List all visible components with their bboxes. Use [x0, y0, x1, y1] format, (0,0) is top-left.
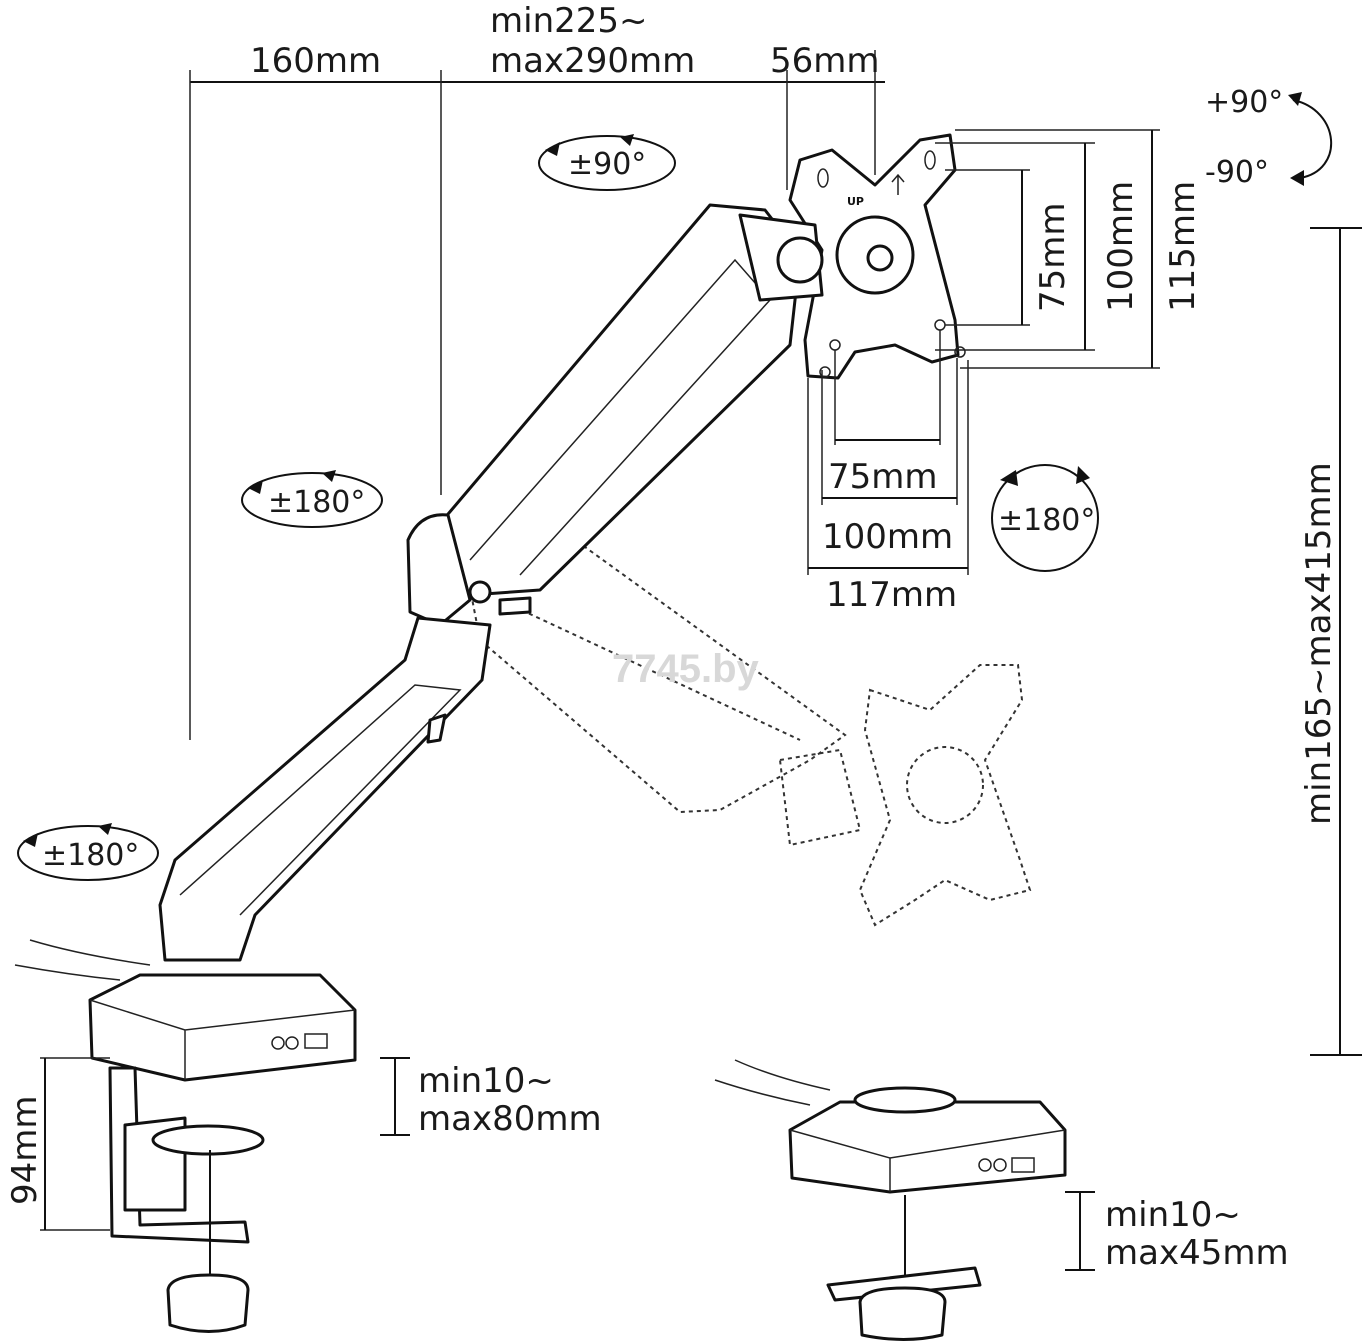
grommet-range-label-line1: min10~: [1105, 1195, 1241, 1235]
lowered-arm-outline: [453, 498, 1032, 927]
vesa-horizontal-75-label: 75mm: [828, 457, 938, 497]
base-swivel-label: ±180°: [42, 838, 139, 873]
clamp-range-label-line2: max80mm: [418, 1099, 602, 1139]
head-swivel-label: ±90°: [568, 147, 646, 182]
clamp-height-label: 94mm: [5, 1095, 45, 1205]
head-swivel-symbol: [538, 134, 676, 191]
arm-swivel-symbol: [241, 470, 383, 528]
vesa-vertical-75-label: 75mm: [1033, 202, 1073, 312]
tilt-arrow-icon: [1288, 92, 1333, 186]
vesa-horizontal-dimensions: [807, 330, 969, 575]
grommet-range-label-line2: max45mm: [1105, 1233, 1289, 1273]
vesa-plate: [788, 133, 966, 380]
screen-rotation-symbol: [991, 464, 1099, 572]
plate-up-mark: UP: [847, 195, 864, 208]
head-depth-label: 56mm: [770, 41, 880, 81]
watermark: 7745.by: [612, 647, 760, 691]
desk-clamp-mount: [14, 939, 357, 1333]
grommet-mount: [714, 1059, 1067, 1341]
clamp-height-dimension: [40, 1057, 110, 1231]
vesa-vertical-dimensions: [935, 129, 1160, 369]
grommet-range-dimension: [1065, 1191, 1095, 1271]
arm-extension-label-line1: min225~: [490, 1, 648, 41]
top-dimension-lines: [189, 50, 885, 740]
height-range-line: [1310, 227, 1362, 1056]
arm-extension-label-line2: max290mm: [490, 41, 695, 81]
screen-rotation-label: ±180°: [998, 503, 1095, 538]
tilt-down-label: -90°: [1205, 155, 1269, 190]
arm-swivel-label: ±180°: [268, 485, 365, 520]
clamp-range-label-line1: min10~: [418, 1061, 554, 1101]
plate-height-label: 115mm: [1163, 181, 1203, 312]
vesa-vertical-100-label: 100mm: [1101, 181, 1141, 312]
height-range-label: min165~max415mm: [1299, 462, 1339, 825]
horizontal-reach-label: 160mm: [250, 41, 381, 81]
tilt-up-label: +90°: [1205, 85, 1283, 120]
vesa-horizontal-100-label: 100mm: [822, 517, 953, 557]
monitor-arm: [158, 203, 824, 962]
plate-width-label: 117mm: [826, 575, 957, 615]
base-swivel-symbol: [17, 823, 159, 881]
clamp-range-dimension: [380, 1057, 410, 1136]
